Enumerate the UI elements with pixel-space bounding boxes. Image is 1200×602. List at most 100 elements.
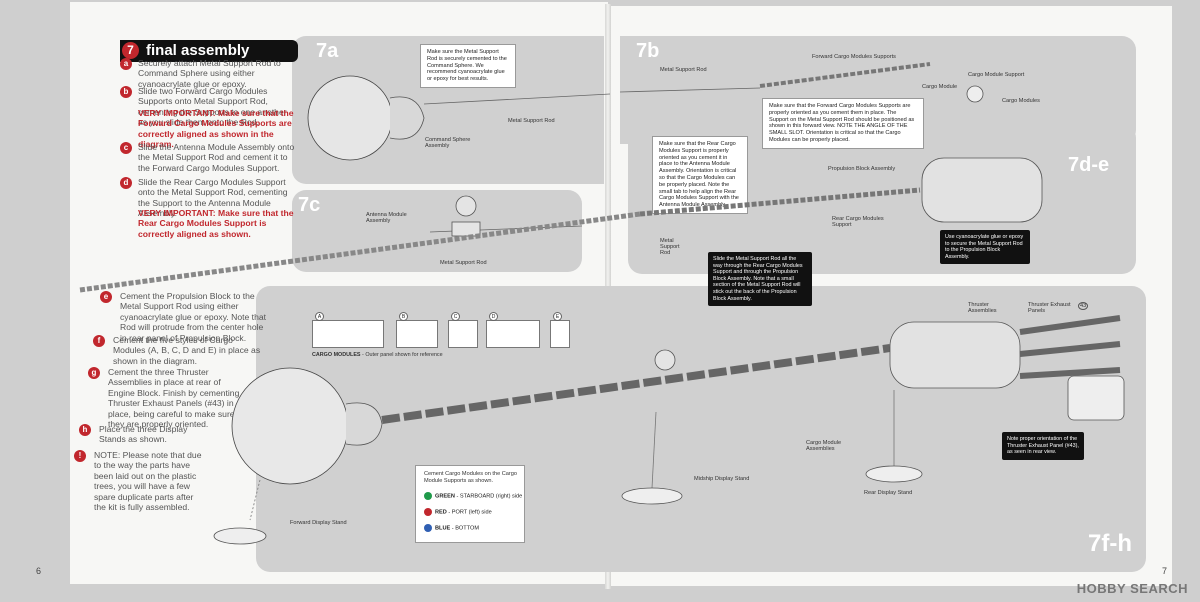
label-forward-stand: Forward Display Stand [290, 520, 347, 526]
legend-red-name: RED [435, 509, 447, 516]
rear-supports-7d [639, 187, 921, 217]
legend-blue-name: BLUE [435, 525, 451, 532]
callout-7a: Make sure the Metal Support Rod is secur… [420, 44, 516, 88]
module-letter: E [553, 312, 562, 321]
step-d-text: Slide the Rear Cargo Modules Support ont… [138, 177, 288, 219]
cargo-module-ref-d: D [486, 312, 540, 348]
label-rear-stand: Rear Display Stand [864, 490, 913, 496]
forward-stand-base [213, 527, 267, 545]
metal-rod-7a [423, 93, 611, 105]
step-bullet-c: c [120, 142, 132, 154]
label-panel-number: 43 [1078, 302, 1089, 310]
label-metal-rod-7c: Metal Support Rod [440, 260, 487, 266]
step-b-text: Slide two Forward Cargo Modules Supports… [138, 86, 287, 128]
label-metal-rod-7b: Metal Support Rod [660, 67, 707, 73]
color-legend: Cement Cargo Modules on the Cargo Module… [415, 465, 525, 543]
propulsion-block-7e [921, 157, 1043, 223]
legend-row-blue: BLUE - BOTTOM [424, 524, 479, 532]
step-bullet-b: b [120, 86, 132, 98]
legend-title: Cement Cargo Modules on the Cargo Module… [424, 471, 517, 484]
sphere-neck-7f [345, 402, 383, 446]
step-note-text: NOTE: Please note that due to the way th… [94, 450, 202, 513]
callout-slide-rod: Slide the Metal Support Rod all the way … [708, 252, 812, 307]
step-bullet-h: h [79, 424, 91, 436]
propulsion-block-7f [889, 321, 1021, 389]
step-d-warning: VERY IMPORTANT: Make sure that the Rear … [138, 208, 294, 239]
step-e-text: Cement the Propulsion Block to the Metal… [120, 291, 267, 343]
cargo-module-ref-a: A [312, 312, 384, 348]
label-propulsion: Propulsion Block Assembly [828, 166, 896, 172]
module-letter: D [489, 312, 498, 321]
cargo-module-ref-c: C [448, 312, 478, 348]
cargo-module-ref-e: E [550, 312, 570, 348]
sphere-neck-7a [389, 96, 425, 140]
label-rear-cargo: Rear Cargo Modules Support [832, 216, 884, 228]
step-bullet-d: d [120, 177, 132, 189]
cargo-modules-caption-rest: - Outer panel shown for reference [360, 352, 443, 358]
legend-row-red: RED - PORT (left) side [424, 508, 492, 516]
page-number-right: 7 [1162, 566, 1168, 576]
connecting-support-chain [79, 211, 641, 293]
midship-stand-base [621, 487, 683, 505]
label-cargo-module: Cargo Module [922, 84, 958, 90]
command-sphere-7a [307, 75, 393, 161]
label-metal-rod-7d: Metal Support Rod [660, 238, 680, 256]
step-g-text: Cement the three Thruster Assemblies in … [108, 367, 240, 430]
panel-7c [292, 190, 582, 272]
legend-blue-text: - BOTTOM [450, 525, 480, 532]
step-bullet-a: a [120, 58, 132, 70]
step-bullet-note: ! [74, 450, 86, 462]
callout-thruster-orientation: Note proper orientation of the Thruster … [1002, 432, 1084, 460]
step-h-text: Place the three Display Stands as shown. [99, 424, 188, 445]
forward-supports-7b [759, 62, 931, 88]
legend-swatch-green [424, 492, 432, 500]
panel-7c-label: 7c [298, 194, 321, 216]
metal-rod-7b [619, 87, 761, 93]
legend-green-text: - STARBOARD (right) side [454, 493, 523, 500]
cargo-module-ref-b: B [396, 312, 438, 348]
step-b-warning: VERY IMPORTANT: Make sure that the Forwa… [138, 108, 294, 150]
antenna-dish-7c [455, 195, 477, 217]
label-cargo-module-assemblies: Cargo Module Assemblies [806, 440, 842, 452]
label-midship-stand: Midship Display Stand [694, 476, 750, 482]
section-number: 7 [122, 42, 139, 59]
label-thruster-assemblies: Thruster Assemblies [968, 302, 997, 314]
label-command-sphere: Command Sphere Assembly [425, 137, 471, 149]
section-title: final assembly [146, 42, 250, 59]
label-metal-rod-7a: Metal Support Rod [508, 118, 555, 124]
module-letter: A [315, 312, 324, 321]
callout-7d: Make sure that the Rear Cargo Modules Su… [652, 136, 748, 214]
step-bullet-e: e [100, 291, 112, 303]
panel-7fh-label: 7f-h [1088, 530, 1132, 557]
page-number-left: 6 [36, 566, 42, 576]
thruster-assemblies-7f [1019, 315, 1121, 379]
label-thruster-panels: Thruster Exhaust Panels [1028, 302, 1071, 314]
command-sphere-7f [231, 367, 349, 485]
cargo-support-front-view [966, 85, 984, 103]
midship-stand-post [651, 411, 657, 489]
panel-7b-label: 7b [636, 40, 660, 62]
panel-7de-label: 7d-e [1068, 154, 1110, 176]
watermark: HOBBY SEARCH [1076, 581, 1188, 596]
module-letter: C [451, 312, 460, 321]
step-c-text: Slide the Antenna Module Assembly onto t… [138, 142, 295, 173]
section-heading: 7 final assembly [120, 40, 298, 62]
label-forward-cargo: Forward Cargo Modules Supports [812, 54, 896, 60]
step-a-text: Securely attach Metal Support Rod to Com… [138, 58, 281, 89]
cargo-modules-caption-bold: CARGO MODULES [312, 352, 361, 358]
thruster-panel-rear-view [1067, 375, 1125, 421]
step-bullet-f: f [93, 335, 105, 347]
cargo-modules-caption: CARGO MODULES - Outer panel shown for re… [312, 352, 443, 358]
legend-red-text: - PORT (left) side [446, 509, 492, 516]
callout-7b: Make sure that the Forward Cargo Modules… [762, 98, 924, 149]
rear-stand-base [865, 465, 923, 483]
label-cargo-modules: Cargo Modules [1002, 98, 1040, 104]
step-f-text: Cement the five styles of Cargo Modules … [113, 335, 261, 366]
label-antenna: Antenna Module Assembly [366, 212, 407, 224]
legend-green-name: GREEN [435, 493, 455, 500]
step-bullet-g: g [88, 367, 100, 379]
label-cargo-support: Cargo Module Support [968, 72, 1025, 78]
callout-7e: Use cyanoacrylate glue or epoxy to secur… [940, 230, 1030, 265]
